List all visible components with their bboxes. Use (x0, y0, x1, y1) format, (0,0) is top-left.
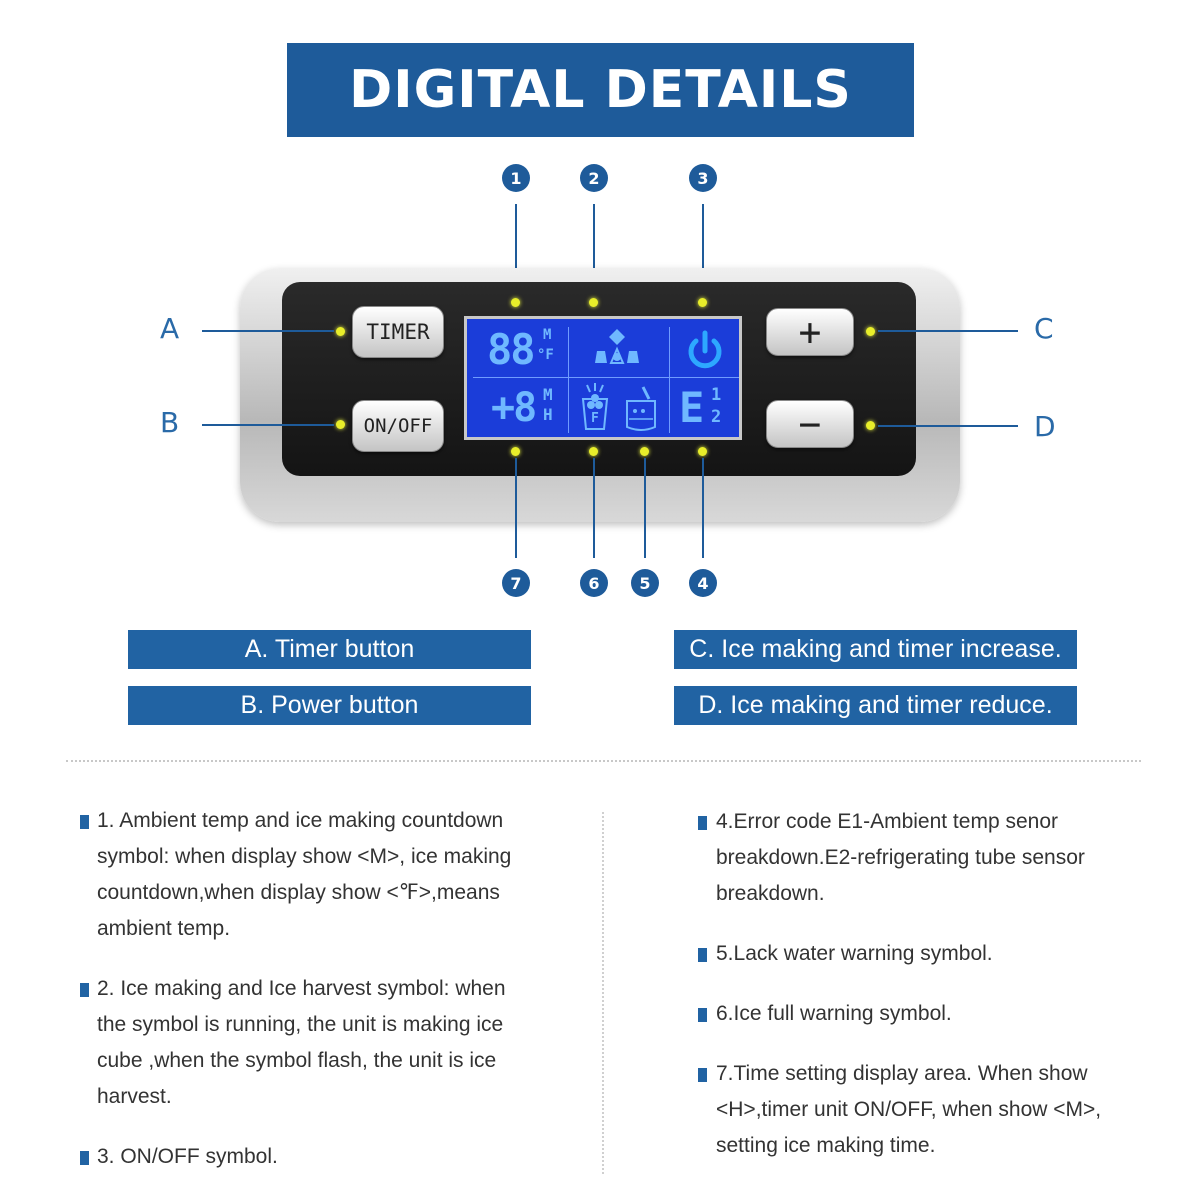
letter-b: B (160, 406, 180, 439)
lcd-divider-v1 (568, 327, 569, 433)
label-power-button: B. Power button (128, 686, 531, 725)
onoff-button[interactable]: ON/OFF (352, 400, 444, 452)
bullet-7 (698, 1068, 707, 1082)
time-unit-h: H (543, 405, 553, 424)
note-2-line: the symbol is running, the unit is makin… (97, 1013, 504, 1036)
leader-line-7 (515, 458, 517, 558)
temp-unit-m: M (543, 327, 552, 343)
leader-line-4 (702, 458, 704, 558)
indicator-dot-d (866, 421, 875, 430)
marker-3: 3 (689, 164, 717, 192)
minus-button[interactable]: − (766, 400, 854, 448)
note-1-line: ambient temp. (97, 917, 231, 940)
indicator-dot-5 (640, 447, 649, 456)
leader-line-3 (702, 204, 704, 300)
marker-1: 1 (502, 164, 530, 192)
indicator-dot-2 (589, 298, 598, 307)
title-banner: DIGITAL DETAILS (287, 43, 914, 137)
marker-6: 6 (580, 569, 608, 597)
page-title: DIGITAL DETAILS (349, 60, 852, 120)
timer-button[interactable]: TIMER (352, 306, 444, 358)
time-unit-m: M (543, 385, 553, 404)
note-1-line: symbol: when display show <M>, ice makin… (97, 845, 512, 868)
lcd-display: 88 M °F +8 M H F E 1 2 (464, 316, 742, 440)
leader-line-2 (593, 204, 595, 300)
note-5: 5.Lack water warning symbol. (716, 936, 993, 972)
note-7-line: 7.Time setting display area. When show (716, 1062, 1088, 1085)
temp-digits: 88 (487, 325, 536, 374)
indicator-dot-6 (589, 447, 598, 456)
bullet-4 (698, 816, 707, 830)
lcd-divider-v2 (669, 327, 670, 433)
leader-line-d (878, 425, 1018, 427)
bullet-5 (698, 948, 707, 962)
bullet-3 (80, 1151, 89, 1165)
note-4-line: breakdown.E2-refrigerating tube sensor (716, 846, 1085, 869)
marker-2: 2 (580, 164, 608, 192)
label-increase: C. Ice making and timer increase. (674, 630, 1077, 669)
section-divider (66, 760, 1141, 762)
leader-line-5 (644, 458, 646, 558)
leader-line-c (878, 330, 1018, 332)
bullet-1 (80, 815, 89, 829)
leader-line-b (202, 424, 334, 426)
ice-full-label: F (591, 411, 599, 426)
marker-7: 7 (502, 569, 530, 597)
error-code-2: 2 (711, 407, 722, 427)
leader-line-1 (515, 204, 517, 300)
letter-d: D (1034, 410, 1056, 443)
note-4: 4.Error code E1-Ambient temp senor break… (716, 804, 1085, 912)
indicator-dot-3 (698, 298, 707, 307)
note-7-line: setting ice making time. (716, 1134, 936, 1157)
indicator-dot-4 (698, 447, 707, 456)
note-2-line: cube ,when the symbol flash, the unit is… (97, 1049, 497, 1072)
note-2: 2. Ice making and Ice harvest symbol: wh… (97, 971, 506, 1115)
note-6: 6.Ice full warning symbol. (716, 996, 952, 1032)
label-timer-button: A. Timer button (128, 630, 531, 669)
indicator-dot-1 (511, 298, 520, 307)
note-7-line: <H>,timer unit ON/OFF, when show <M>, (716, 1098, 1102, 1121)
bullet-6 (698, 1008, 707, 1022)
note-7: 7.Time setting display area. When show <… (716, 1056, 1101, 1164)
leader-line-a (202, 330, 334, 332)
letter-c: C (1034, 312, 1054, 345)
note-3-line: 3. ON/OFF symbol. (97, 1145, 278, 1168)
note-5-line: 5.Lack water warning symbol. (716, 942, 993, 965)
ice-making-icon (595, 329, 639, 364)
lcd-divider-h (473, 377, 739, 378)
letter-a: A (160, 312, 180, 345)
power-icon (688, 330, 722, 369)
marker-4: 4 (689, 569, 717, 597)
bullet-2 (80, 983, 89, 997)
temp-unit-f: °F (537, 347, 554, 363)
label-reduce: D. Ice making and timer reduce. (674, 686, 1077, 725)
plus-button[interactable]: + (766, 308, 854, 356)
indicator-dot-a (336, 327, 345, 336)
note-2-line: 2. Ice making and Ice harvest symbol: wh… (97, 977, 506, 1000)
ice-full-icon (581, 383, 609, 430)
note-2-line: harvest. (97, 1085, 172, 1108)
note-1: 1. Ambient temp and ice making countdown… (97, 803, 511, 947)
note-1-line: countdown,when display show <℉>,means (97, 881, 500, 904)
note-6-line: 6.Ice full warning symbol. (716, 1002, 952, 1025)
lack-water-icon (626, 386, 656, 431)
indicator-dot-c (866, 327, 875, 336)
marker-5: 5 (631, 569, 659, 597)
column-divider (602, 812, 604, 1174)
error-letter: E (679, 383, 705, 432)
note-4-line: 4.Error code E1-Ambient temp senor (716, 810, 1058, 833)
indicator-dot-b (336, 420, 345, 429)
error-code-1: 1 (711, 385, 722, 405)
note-3: 3. ON/OFF symbol. (97, 1139, 278, 1175)
note-1-line: 1. Ambient temp and ice making countdown (97, 809, 504, 832)
leader-line-6 (593, 458, 595, 558)
time-digits: +8 (491, 385, 537, 431)
indicator-dot-7 (511, 447, 520, 456)
note-4-line: breakdown. (716, 882, 825, 905)
